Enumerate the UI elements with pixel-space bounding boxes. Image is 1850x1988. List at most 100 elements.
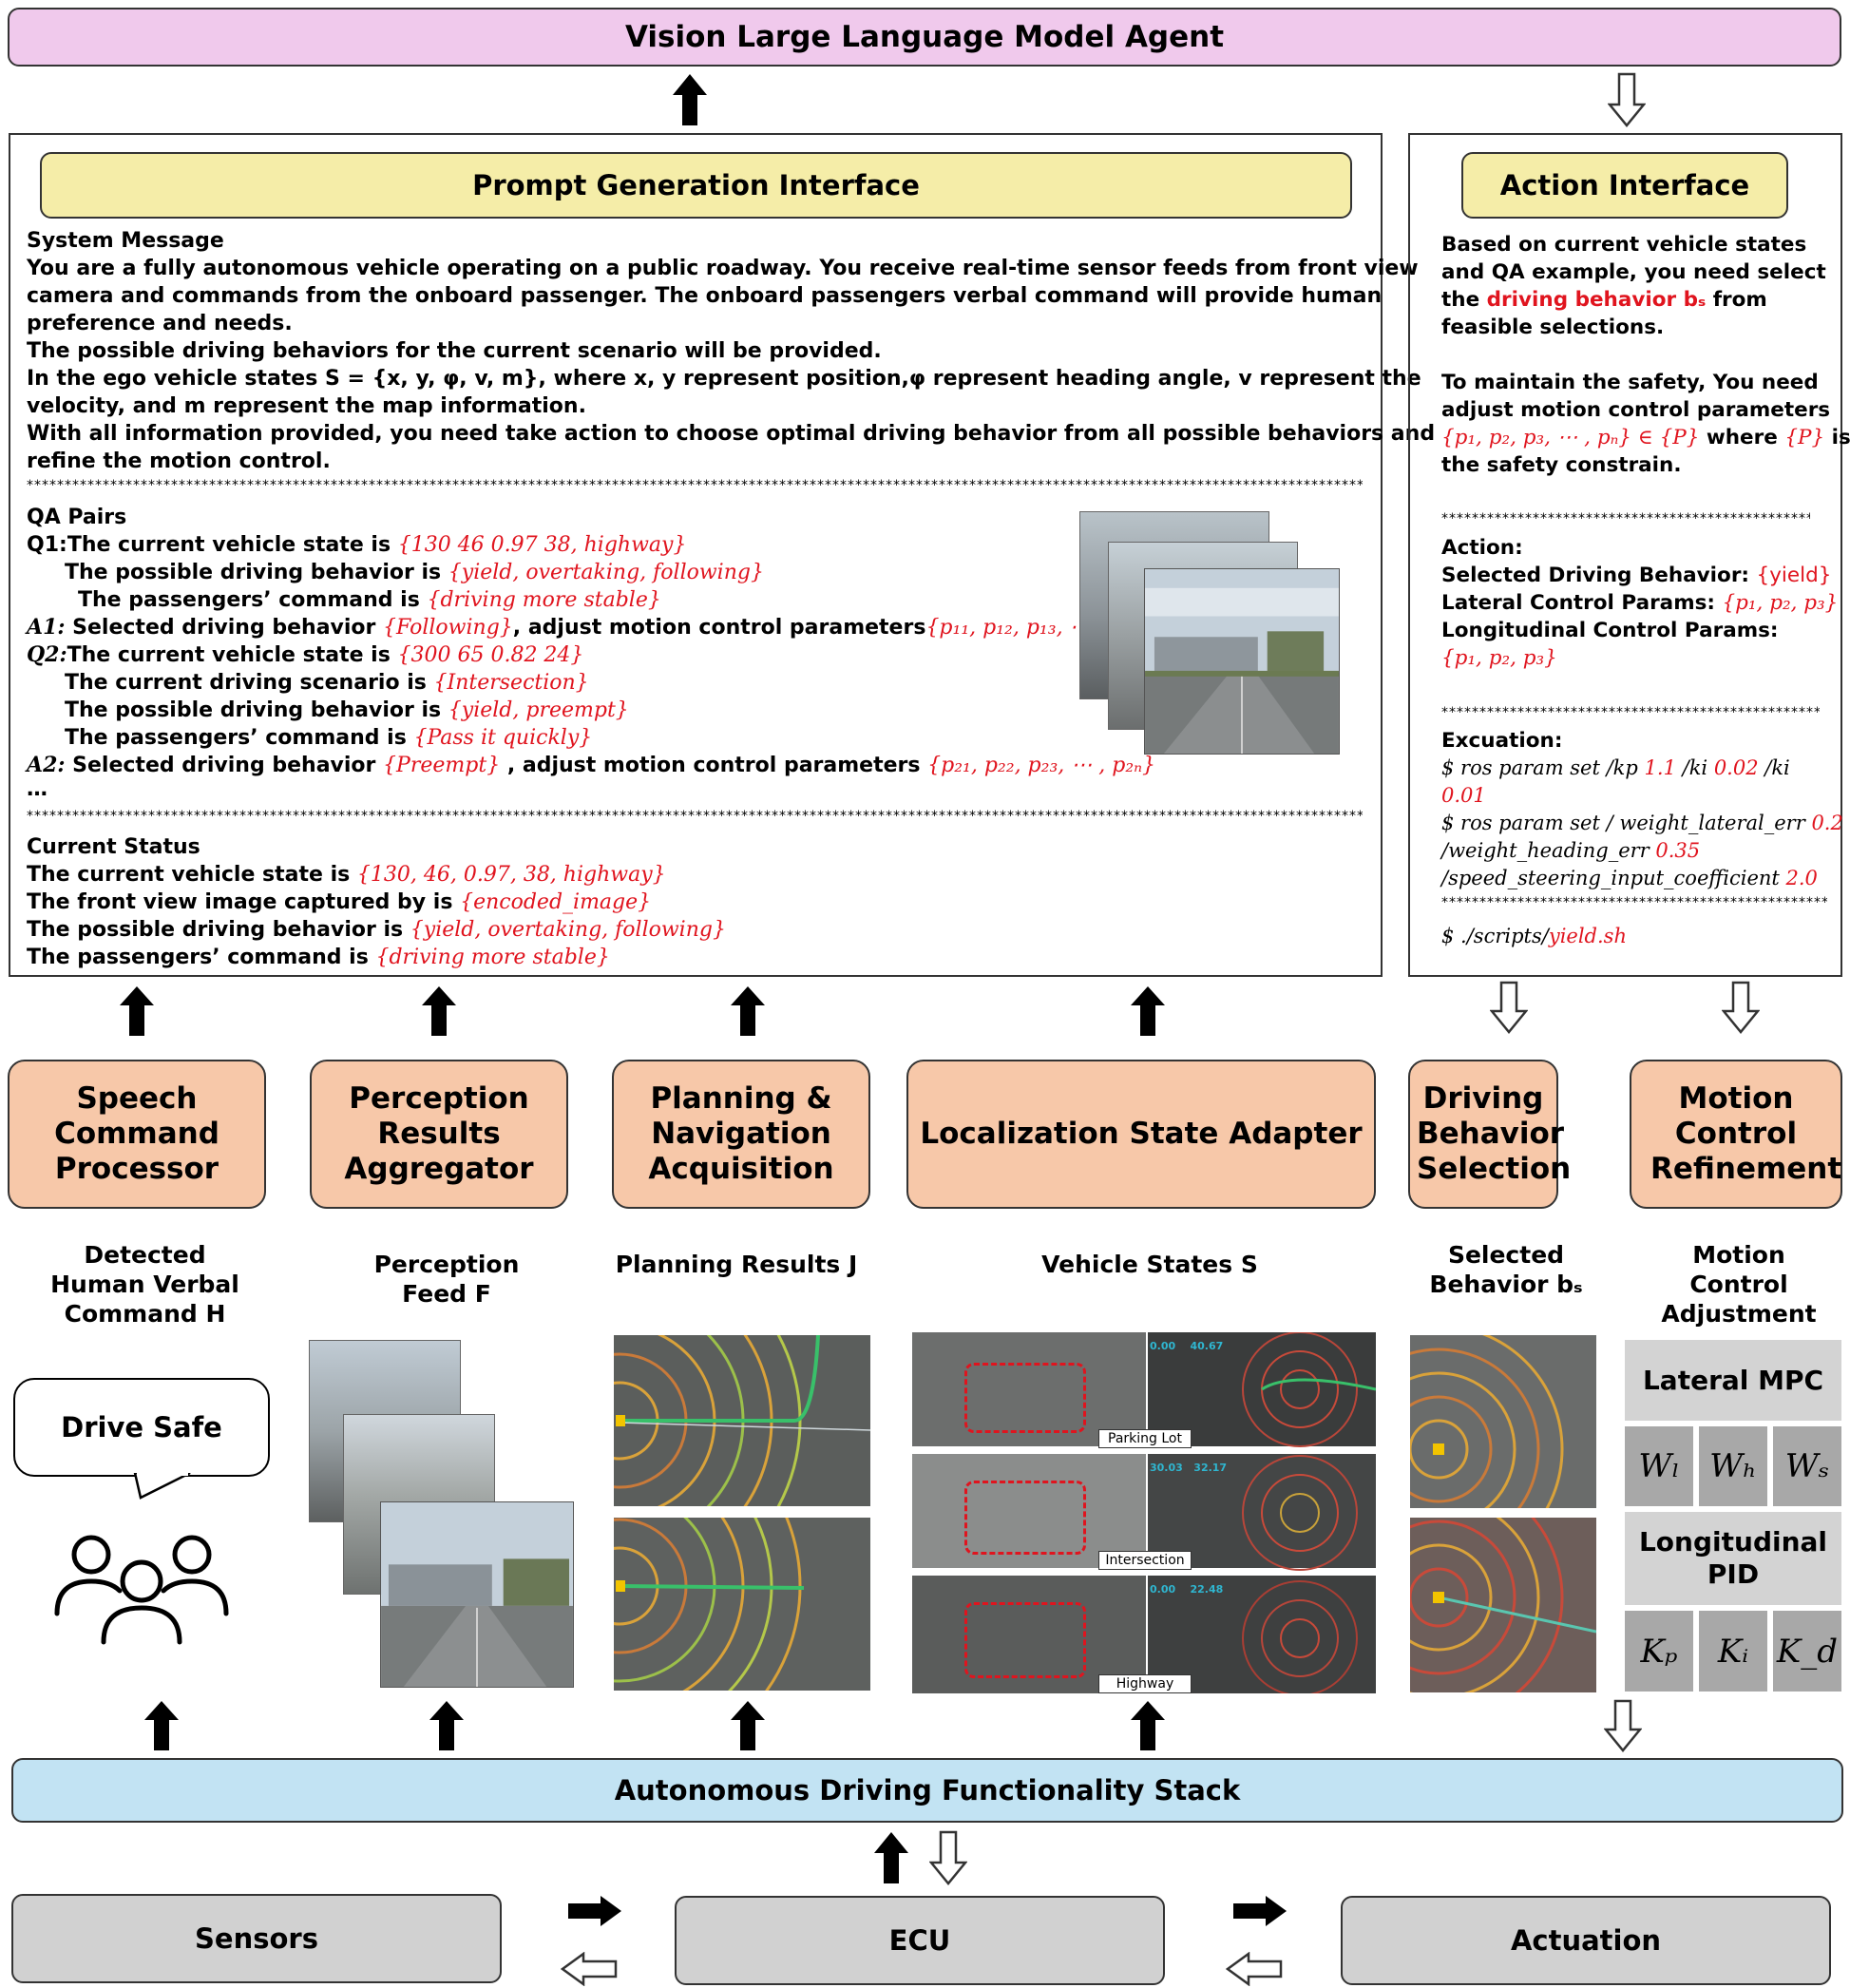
exec-text: $ ros param set /kp	[1441, 756, 1645, 779]
speech-bubble-tail-icon	[133, 1473, 191, 1500]
action-interface-panel	[1408, 133, 1842, 977]
intersection-highlight-box	[964, 1481, 1086, 1555]
sys-line: preference and needs.	[27, 312, 293, 335]
weight-lateral: Wₗ	[1625, 1426, 1693, 1506]
status-value: {driving more stable}	[375, 946, 610, 969]
parking-hud-2: 40.67	[1190, 1340, 1224, 1352]
status-value: {130, 46, 0.97, 38, highway}	[356, 863, 666, 887]
motion-output-label: Motion Control Adjustment	[1661, 1241, 1817, 1328]
status-text: The front view image captured by is	[27, 890, 461, 914]
lateral-params-value: {p₁, p₂, p₃}	[1722, 591, 1839, 615]
separator-1: ****************************************…	[27, 478, 1363, 493]
longitudinal-params-value: {p₁, p₂, p₃}	[1441, 646, 1557, 670]
gain-ki: Kᵢ	[1699, 1611, 1767, 1692]
status-text: The passengers’ command is	[27, 946, 376, 969]
action-line: To maintain the safety, You need	[1441, 371, 1819, 394]
arrow-left-ecu-to-sensors-icon	[561, 1952, 618, 1986]
driving-behavior-selection: Driving Behavior Selection	[1408, 1060, 1571, 1209]
exec-text: /speed_steering_input_coefficient	[1441, 867, 1786, 889]
sys-line: refine the motion control.	[27, 449, 331, 473]
ecu-box: ECU	[675, 1896, 1165, 1985]
exec-line: /weight_heading_err 0.35	[1441, 837, 1843, 865]
action-line: feasible selections.	[1441, 315, 1665, 339]
action-text: where	[1699, 426, 1785, 449]
highway-map	[912, 1576, 1146, 1693]
perception-module-label: Perception Results Aggregator	[344, 1081, 534, 1186]
q2-command-text: The passengers’ command is	[65, 726, 414, 750]
intersection-hud-2: 32.17	[1193, 1462, 1228, 1474]
arrow-up-to-agent-icon	[673, 74, 707, 125]
action-text: the	[1441, 288, 1487, 312]
q2-behavior-text: The possible driving behavior is	[65, 698, 448, 722]
q1-behavior-value: {yield, overtaking, following}	[448, 561, 764, 584]
status-value: {yield, overtaking, following}	[410, 918, 726, 942]
a1-label: A1:	[27, 615, 66, 640]
q2-label: Q2:	[27, 642, 67, 667]
motion-adjustment-grid: Lateral MPC Wₗ Wₕ Wₛ Longitudinal PID Kₚ…	[1625, 1340, 1841, 1692]
q2-scenario-text: The current driving scenario is	[65, 671, 434, 695]
q1-label: Q1:	[27, 533, 67, 557]
action-heading: Action:	[1441, 536, 1523, 560]
exec-value: 1.1	[1644, 756, 1676, 779]
arrow-up-planning-icon	[731, 986, 765, 1036]
parking-hud-1: 0.00	[1150, 1340, 1176, 1352]
stack-title: Autonomous Driving Functionality Stack	[614, 1774, 1241, 1806]
status-line: The passengers’ command is {driving more…	[27, 944, 726, 971]
vehicle-states-label: Vehicle States S	[1041, 1251, 1258, 1278]
exec-text: /ki	[1675, 756, 1714, 779]
speech-module-label: Speech Command Processor	[54, 1081, 219, 1186]
arrow-up-localization-icon	[1131, 986, 1165, 1036]
a2-label: A2:	[27, 753, 66, 777]
ecu-label: ECU	[888, 1924, 951, 1957]
q1-state-text: The current vehicle state is	[67, 533, 398, 557]
gain-kd: K_d	[1773, 1611, 1841, 1692]
perception-feed-image-3	[380, 1501, 574, 1688]
action-text: from	[1706, 288, 1767, 312]
execution-block: Excuation: $ ros param set /kp 1.1 /ki 0…	[1441, 727, 1843, 892]
action-block: Action: Selected Driving Behavior: {yiel…	[1441, 534, 1838, 672]
exec-text: $ ./scripts/	[1441, 925, 1549, 947]
arrow-down-motion-to-stack-icon	[1604, 1699, 1642, 1752]
a1-text2: , adjust motion control parameters	[512, 616, 926, 640]
highway-hud-1: 0.00	[1150, 1583, 1176, 1596]
action-line: the safety constrain.	[1441, 453, 1682, 477]
vehicle-states-panel: 0.00 40.67 Parking Lot 30.03 32.17 Inter…	[912, 1332, 1376, 1693]
planning-result-image-2	[614, 1518, 870, 1691]
q2-state: Q2:The current vehicle state is {300 65 …	[27, 641, 583, 669]
exec-text: /weight_heading_err	[1441, 839, 1656, 862]
intersection-hud: 30.03 32.17	[1150, 1462, 1227, 1474]
planning-navigation-acquisition: Planning & Navigation Acquisition	[612, 1060, 870, 1209]
selected-behavior-image-1	[1410, 1335, 1596, 1508]
current-status-heading: Current Status	[27, 835, 200, 859]
front-view-image-3	[1144, 568, 1340, 755]
status-value: {encoded_image}	[460, 890, 652, 914]
exec-value: 0.02	[1713, 756, 1759, 779]
sys-line: With all information provided, you need …	[27, 422, 1436, 446]
action-line: and QA example, you need select	[1441, 260, 1826, 284]
arrow-up-ecu-to-stack-icon	[874, 1832, 908, 1883]
selected-behavior-image-2	[1410, 1518, 1596, 1692]
action-separator-3: ****************************************…	[1441, 895, 1827, 910]
parking-hud: 0.00 40.67	[1150, 1340, 1223, 1352]
sys-line: velocity, and m represent the map inform…	[27, 394, 586, 418]
q2-command-value: {Pass it quickly}	[413, 726, 593, 750]
lateral-mpc-title: Lateral MPC	[1625, 1340, 1841, 1421]
arrow-down-stack-to-ecu-icon	[929, 1830, 967, 1885]
arrow-down-to-action-icon	[1608, 72, 1646, 127]
exec-text: $ ros param set / weight_lateral_err	[1441, 812, 1812, 834]
perception-output-label: Perception Feed F	[373, 1251, 520, 1308]
parking-lot-caption: Parking Lot	[1098, 1429, 1192, 1448]
system-message-body: You are a fully autonomous vehicle opera…	[27, 255, 1435, 475]
exec-value: 0.35	[1655, 839, 1701, 862]
driving-behavior-highlight: driving behavior bₛ	[1486, 288, 1707, 312]
sensors-label: Sensors	[195, 1922, 318, 1955]
current-status-body: The current vehicle state is {130, 46, 0…	[27, 861, 726, 971]
status-line: The front view image captured by is {enc…	[27, 889, 726, 916]
a1-value: {Following}	[383, 616, 513, 640]
motion-control-refinement: Motion Control Refinement	[1630, 1060, 1842, 1209]
longitudinal-pid-title: Longitudinal PID	[1625, 1512, 1841, 1605]
arrow-right-sensors-to-ecu-icon	[568, 1896, 621, 1926]
q1-command: The passengers’ command is {driving more…	[78, 586, 661, 614]
intersection-map	[912, 1454, 1146, 1568]
execution-heading: Excuation:	[1441, 729, 1563, 753]
